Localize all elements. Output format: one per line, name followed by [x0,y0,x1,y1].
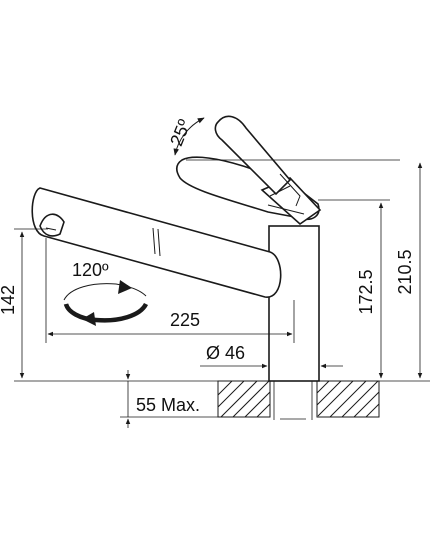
lever-angle-indicator: 25º [166,116,400,161]
diameter-dimension: Ø 46 [200,343,343,369]
rotation-angle-label: 120º [72,260,109,280]
lever-angle-label: 25º [166,116,195,149]
total-height-dimension: 210.5 [395,162,423,379]
counter-thickness-dimension: 55 Max. [120,370,218,428]
rotation-icon: 120º [63,260,149,326]
counter-thickness-label: 55 Max. [136,395,200,415]
faucet-lever-open [214,115,301,207]
spout-height-dimension: 142 [0,228,218,382]
faucet-spout [31,187,282,298]
countertop-section-right [316,380,380,418]
total-height-label: 210.5 [395,249,415,294]
countertop-section-left [217,380,271,418]
outreach-dimension: 225 [45,238,295,343]
diameter-label: Ø 46 [206,343,245,363]
body-height-label: 172.5 [356,269,376,314]
body-height-dimension: 172.5 [318,199,430,382]
spout-height-label: 142 [0,285,18,315]
outreach-label: 225 [170,310,200,330]
